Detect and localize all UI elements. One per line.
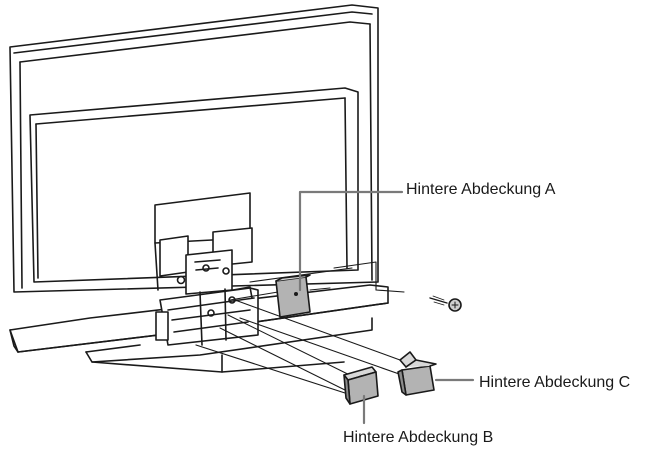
rear-cover-c: [397, 351, 437, 396]
callout-line-a: [298, 190, 404, 292]
screw-icon: [429, 295, 462, 312]
label-rear-cover-c: Hintere Abdeckung C: [479, 374, 631, 391]
mount-plate: [154, 192, 253, 295]
label-rear-cover-b: Hintere Abdeckung B: [343, 429, 494, 446]
rear-cover-a: [275, 274, 311, 318]
rear-cover-b: [343, 366, 379, 405]
label-rear-cover-a: Hintere Abdeckung A: [406, 181, 556, 198]
tv-back-panel: [9, 4, 379, 293]
stand-bracket: [155, 286, 259, 346]
